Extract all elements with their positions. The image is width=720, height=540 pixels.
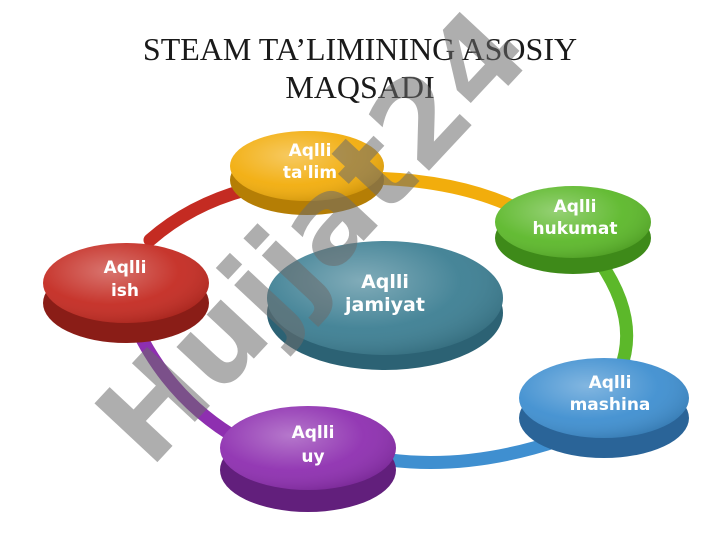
node-hukumat-label-2: hukumat — [533, 219, 618, 239]
node-talim-label-1: Aqlli — [289, 141, 332, 161]
node-hukumat: Aqlli hukumat — [495, 186, 651, 274]
node-uy: Aqlli uy — [220, 406, 396, 512]
node-center-label-1: Aqlli — [361, 271, 409, 293]
node-center: Aqlli jamiyat — [267, 241, 503, 370]
title-line-2: MAQSADI — [285, 69, 435, 105]
arc-ish-talim — [143, 183, 252, 247]
node-talim: Aqlli ta'lim — [230, 131, 384, 215]
node-mashina-label-1: Aqlli — [589, 373, 632, 393]
title-line-1: STEAM TA’LIMINING ASOSIY — [142, 31, 578, 67]
node-ish-label-2: ish — [111, 281, 139, 301]
node-mashina-label-2: mashina — [570, 395, 651, 415]
node-center-label-2: jamiyat — [344, 294, 425, 316]
arc-talim-hukumat — [363, 171, 527, 217]
node-ish-label-1: Aqlli — [104, 258, 147, 278]
node-ish: Aqlli ish — [43, 243, 209, 343]
node-uy-label-2: uy — [301, 447, 324, 467]
node-mashina: Aqlli mashina — [519, 358, 689, 458]
arc-hukumat-mashina — [593, 255, 634, 377]
node-hukumat-label-1: Aqlli — [554, 197, 597, 217]
page-title: STEAM TA’LIMINING ASOSIY MAQSADI — [0, 30, 720, 106]
node-uy-label-1: Aqlli — [292, 423, 335, 443]
arc-uy-ish — [128, 318, 247, 447]
arc-mashina-uy — [383, 433, 567, 469]
node-talim-label-2: ta'lim — [283, 163, 337, 183]
